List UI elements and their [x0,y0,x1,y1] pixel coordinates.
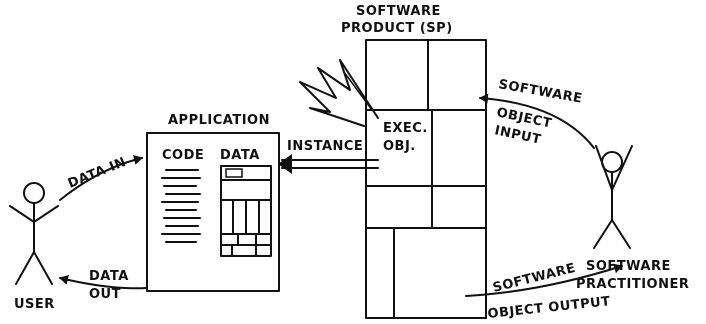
software-product-box: SOFTWARE PRODUCT (SP) EXEC. OBJ. [341,4,487,319]
data-label: DATA [220,148,260,163]
execution-spark-icon [299,59,379,127]
practitioner-label-line2: PRACTITIONER [576,277,689,292]
application-outline [146,132,280,292]
product-title-line1: SOFTWARE [356,4,441,19]
output-line2: OBJECT OUTPUT [487,294,611,322]
code-label: CODE [162,148,204,163]
user-label: USER [14,297,55,312]
data-out-line2: OUT [89,287,121,302]
output-line1: SOFTWARE [491,261,577,296]
application-box: APPLICATION CODE DATA [146,113,280,292]
object-input-arrow: SOFTWARE OBJECT INPUT [479,77,595,149]
data-out-arrow: DATA OUT [59,269,148,302]
data-out-line1: DATA [89,269,129,284]
application-title: APPLICATION [168,113,270,128]
practitioner-label-line1: SOFTWARE [586,259,671,274]
product-title-line2: PRODUCT (SP) [341,21,453,36]
user-stick-figure-icon [9,182,59,285]
practitioner-stick-figure-icon [593,145,633,249]
exec-obj-line1: EXEC. [383,121,428,136]
data-grid [220,165,272,257]
data-in-label: DATA IN [66,155,129,192]
instance-label: INSTANCE [287,139,363,154]
data-in-arrow: DATA IN [59,155,143,201]
instance-arrow: INSTANCE [278,139,379,174]
product-outline [365,39,487,319]
exec-obj-line2: OBJ. [383,139,416,154]
code-lines [161,169,201,243]
